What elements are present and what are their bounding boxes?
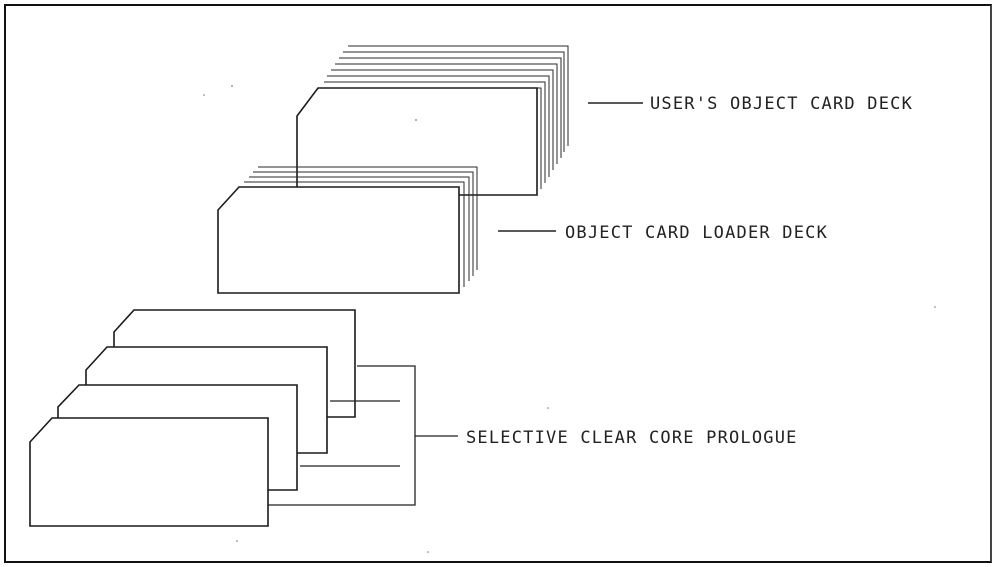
selective-clear-core-prologue-label: SELECTIVE CLEAR CORE PROLOGUE [466,428,798,448]
object-card-loader-deck-label: OBJECT CARD LOADER DECK [565,223,828,243]
user-object-card-deck [297,46,568,195]
user-object-card-deck-label: USER'S OBJECT CARD DECK [650,94,913,114]
prologue-card-1 [30,418,268,526]
selective-clear-core-prologue-cards [30,310,355,526]
user-deck-front-card [297,88,537,195]
loader-deck-front-card [218,187,459,293]
